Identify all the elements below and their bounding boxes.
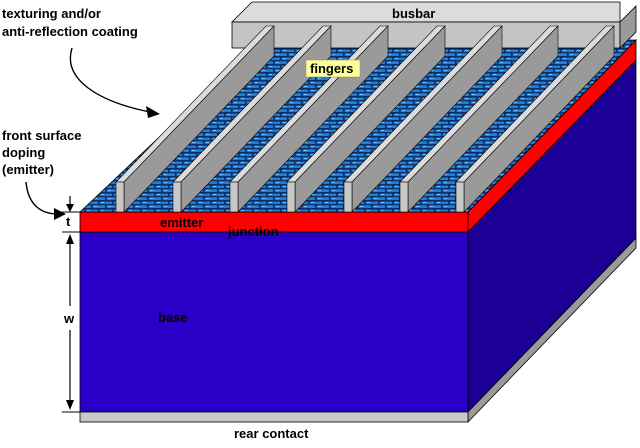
fingers-label: fingers [310, 61, 353, 76]
t-arrowhead-top [66, 204, 74, 212]
w-arrowhead-top [66, 234, 74, 244]
finger [229, 181, 239, 213]
w-dimension-label: w [63, 311, 75, 326]
front-surface-label-line1: front surface [2, 128, 81, 143]
texturing-arrow-head [146, 106, 160, 118]
front-surface-arrow-head [54, 208, 66, 220]
texturing-label-line2: anti-reflection coating [2, 24, 138, 39]
t-dimension-label: t [66, 214, 71, 229]
junction-label: junction [227, 224, 279, 239]
texturing-label-line1: texturing and/or [2, 6, 101, 21]
texturing-arrow [69, 47, 151, 113]
rear-contact-layer [79, 411, 469, 423]
finger [115, 181, 125, 213]
rear-contact-label: rear contact [234, 426, 309, 441]
front-surface-arrow [25, 181, 59, 215]
front-surface-label-line3: (emitter) [2, 162, 54, 177]
finger [172, 181, 182, 213]
w-arrowhead-bottom [66, 400, 74, 410]
finger [399, 181, 409, 213]
busbar-label: busbar [392, 6, 435, 21]
finger [286, 181, 296, 213]
base-label: base [158, 310, 188, 325]
finger [343, 181, 353, 213]
finger [455, 181, 465, 213]
emitter-label: emitter [160, 215, 203, 230]
busbar-side [619, 5, 637, 49]
front-surface-label-line2: doping [2, 145, 45, 160]
fingers-label-highlight [305, 59, 361, 78]
base-front-face [79, 231, 469, 413]
